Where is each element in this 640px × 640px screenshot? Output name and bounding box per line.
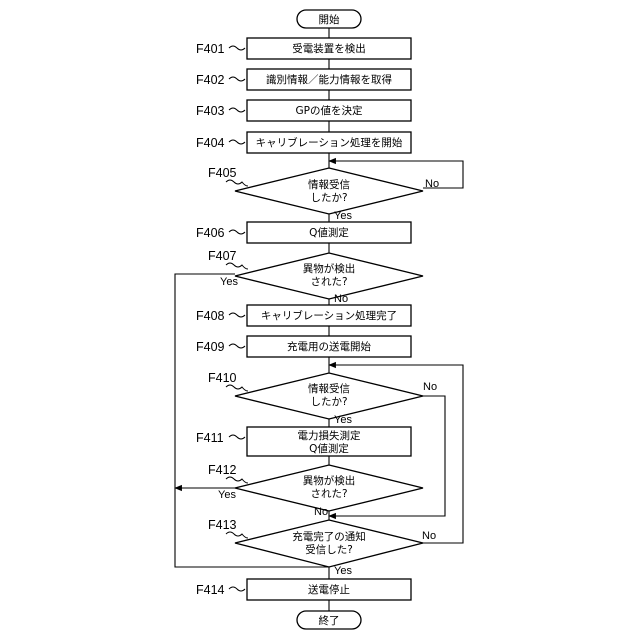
decision-f413: 充電完了の通知 受信した?	[235, 520, 423, 567]
label-f407: F407	[208, 249, 237, 263]
decision-f405: 情報受信 したか?	[235, 168, 423, 214]
no-label-f412: No	[314, 506, 328, 518]
decision-f413-line2: 受信した?	[305, 544, 353, 556]
step-f402-text: 識別情報／能力情報を取得	[266, 73, 392, 86]
step-f404-text: キャリブレーション処理を開始	[256, 136, 403, 149]
decision-f412: 異物が検出 された?	[235, 465, 423, 511]
label-f408: F408	[196, 309, 225, 323]
decision-f412-line2: された?	[310, 488, 347, 500]
label-f405: F405	[208, 166, 237, 180]
step-f409-text: 充電用の送電開始	[287, 340, 371, 353]
label-f404: F404	[196, 136, 225, 150]
label-f410: F410	[208, 371, 237, 385]
yes-label-f412: Yes	[218, 489, 236, 501]
step-f411-line2: Q値測定	[309, 442, 349, 455]
step-labels: F401 F402 F403 F404 F405 F406 F407 F408 …	[196, 42, 248, 597]
label-f403: F403	[196, 104, 225, 118]
step-f411-line1: 電力損失測定	[298, 429, 361, 442]
label-f406: F406	[196, 226, 225, 240]
step-f408: キャリブレーション処理完了	[247, 305, 411, 326]
label-f411: F411	[196, 431, 224, 445]
label-f413: F413	[208, 518, 237, 532]
yes-label-f410: Yes	[334, 414, 352, 426]
decision-f407-line1: 異物が検出	[303, 262, 356, 275]
step-f406-text: Q値測定	[309, 226, 349, 239]
decision-f407-line2: された?	[310, 276, 347, 288]
step-f408-text: キャリブレーション処理完了	[261, 309, 397, 322]
decision-f405-line1: 情報受信	[308, 178, 350, 191]
start-text: 開始	[319, 13, 340, 26]
no-label-f410: No	[423, 381, 437, 393]
step-f403: GPの値を決定	[247, 100, 411, 121]
step-f401-text: 受電装置を検出	[292, 42, 366, 55]
label-f401: F401	[196, 42, 225, 56]
end-text: 終了	[319, 614, 340, 627]
step-f402: 識別情報／能力情報を取得	[247, 69, 411, 90]
decision-f405-line2: したか?	[310, 192, 347, 204]
yes-label-f413: Yes	[334, 565, 352, 577]
step-f414: 送電停止	[247, 579, 411, 600]
label-f414: F414	[196, 583, 225, 597]
step-f406: Q値測定	[247, 222, 411, 243]
no-label-f407: No	[334, 293, 348, 305]
start-terminal: 開始	[297, 10, 361, 28]
step-f409: 充電用の送電開始	[247, 336, 411, 357]
step-f414-text: 送電停止	[308, 583, 350, 596]
step-f401: 受電装置を検出	[247, 38, 411, 59]
step-f411: 電力損失測定 Q値測定	[247, 427, 411, 456]
decision-f413-line1: 充電完了の通知	[292, 530, 366, 543]
label-f409: F409	[196, 340, 225, 354]
decision-f410-line2: したか?	[310, 396, 347, 408]
decision-f410-line1: 情報受信	[308, 382, 350, 395]
no-label-f413: No	[422, 530, 436, 542]
end-terminal: 終了	[297, 611, 361, 629]
step-f403-text: GPの値を決定	[296, 104, 363, 117]
yes-label-f407: Yes	[220, 276, 238, 288]
no-label-f405: No	[425, 178, 439, 190]
label-f402: F402	[196, 73, 225, 87]
step-f404: キャリブレーション処理を開始	[247, 132, 411, 153]
decision-f410: 情報受信 したか?	[235, 373, 423, 419]
decision-f407: 異物が検出 された?	[235, 253, 423, 299]
decision-f412-line1: 異物が検出	[303, 474, 356, 487]
yes-label-f405: Yes	[334, 210, 352, 222]
label-f412: F412	[208, 463, 237, 477]
